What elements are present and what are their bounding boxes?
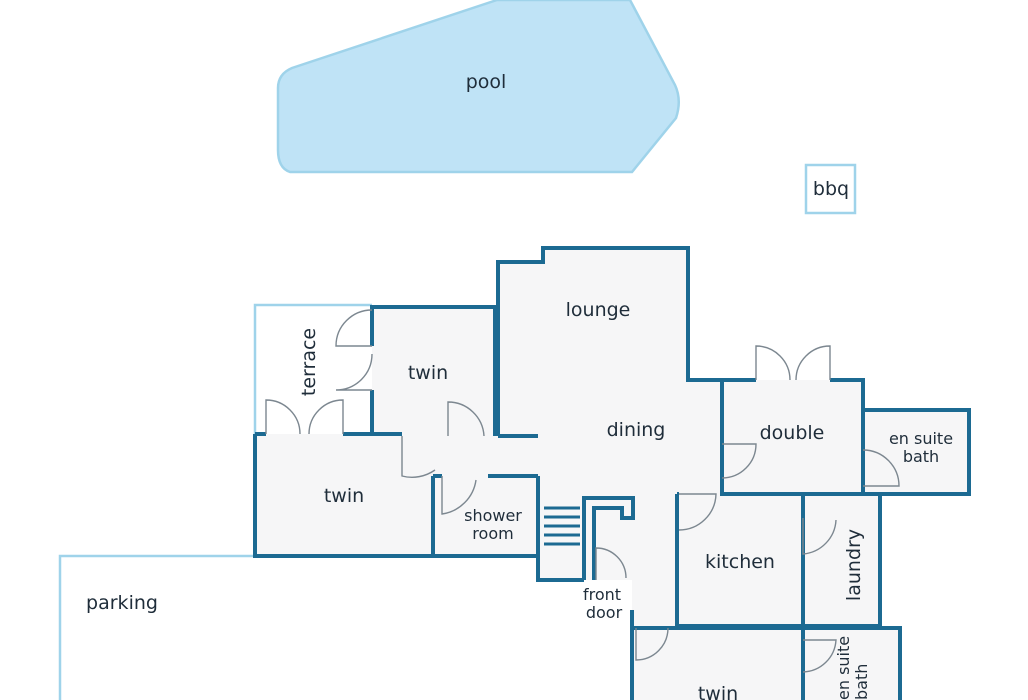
parking-outline [58, 554, 253, 700]
doors [265, 309, 900, 673]
twin-upper-label: twin [408, 362, 448, 384]
stairs [544, 506, 580, 546]
en-suite-bath-top-label-2: bath [903, 447, 939, 466]
en-suite-bath-top-label-1: en suite [889, 429, 953, 448]
dining-label: dining [607, 419, 666, 441]
floor-fills [255, 248, 969, 700]
front-door-label-1: front [583, 585, 621, 604]
pool-area [276, 0, 680, 174]
bbq-area [804, 163, 857, 215]
pool-label: pool [466, 71, 507, 93]
bbq-label: bbq [813, 178, 849, 200]
en-suite-bath-bottom-label-2: bath [852, 664, 871, 700]
terrace-outline [253, 303, 372, 434]
twin-left-label: twin [324, 485, 364, 507]
laundry-label: laundry [843, 529, 865, 601]
en-suite-bath-bottom-label-1: en suite [834, 636, 853, 700]
lounge-label: lounge [566, 299, 631, 321]
front-door-label-2: door [586, 603, 623, 622]
shower-room-label-2: room [472, 524, 513, 543]
kitchen-label: kitchen [705, 551, 775, 573]
double-label: double [760, 422, 825, 444]
twin-bottom-label: twin [698, 683, 738, 700]
parking-label: parking [86, 592, 158, 614]
shower-room-label-1: shower [464, 506, 522, 525]
terrace-label: terrace [298, 328, 320, 396]
